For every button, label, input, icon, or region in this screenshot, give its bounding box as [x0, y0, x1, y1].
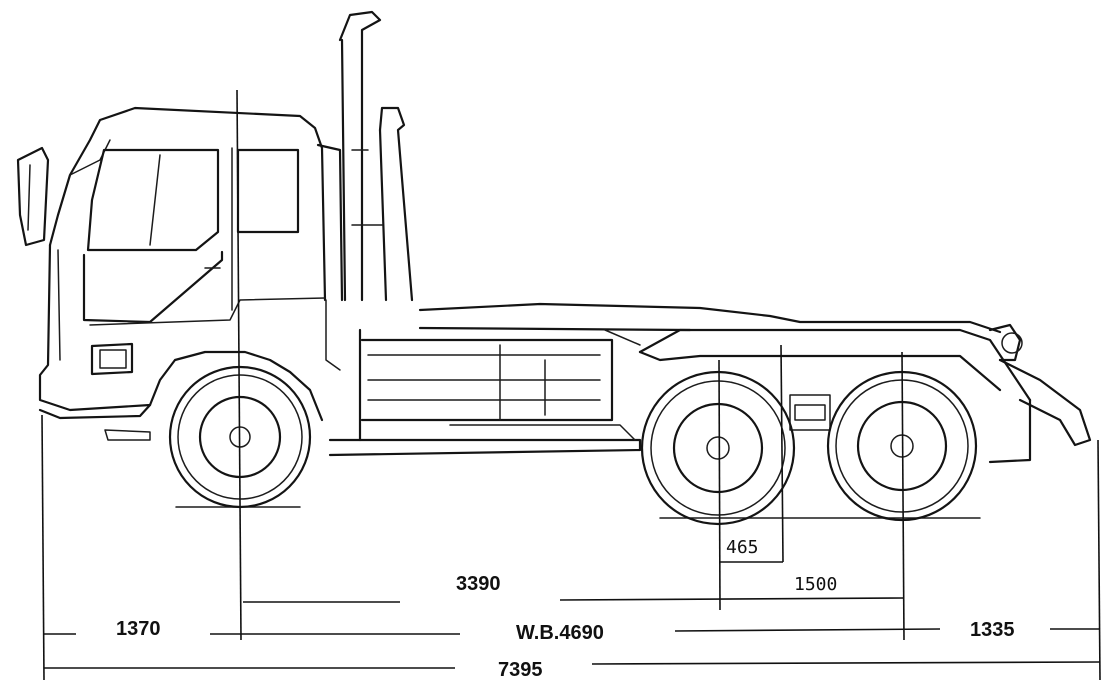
cab: [16, 106, 344, 441]
wheelbase-label: W.B.4690: [516, 622, 604, 644]
front-overhang-label: 1370: [116, 618, 161, 640]
front-to-rear-axle-label: 3390: [456, 573, 501, 595]
rear-wheel-1: [640, 370, 796, 526]
dimension-lines: [41, 89, 1101, 681]
offset-label: 465: [726, 537, 759, 558]
truck-illustration: [16, 10, 1092, 526]
overall-length-label: 7395: [498, 659, 543, 681]
hooklift-frame: [328, 302, 1092, 464]
rear-overhang-label: 1335: [970, 619, 1015, 641]
dimension-labels: 465 1500 3390 1370 W.B.4690 1335 7395: [116, 537, 1015, 681]
tandem-spacing-label: 1500: [794, 574, 837, 595]
exhaust-stacks: [338, 10, 414, 302]
